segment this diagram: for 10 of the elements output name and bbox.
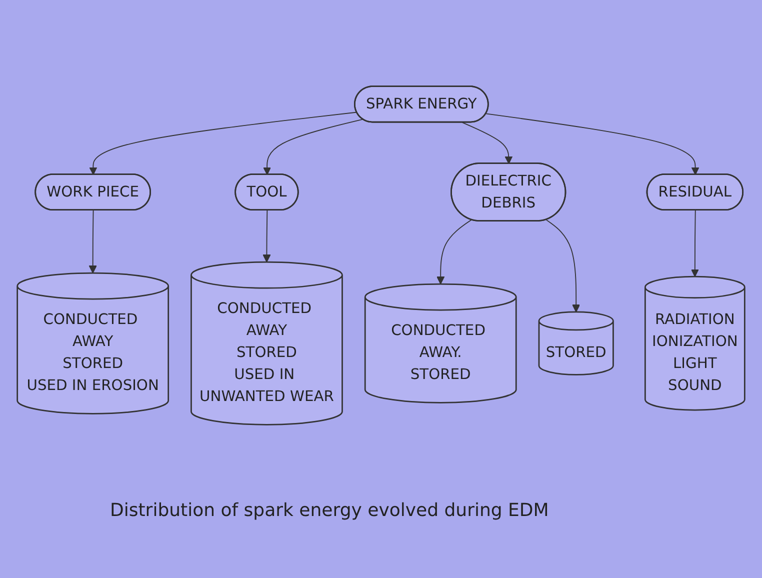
arrow	[486, 112, 700, 175]
arrow	[89, 111, 358, 175]
arrow	[436, 218, 472, 284]
caption: Distribution of spark energy evolved during EDM	[110, 500, 549, 521]
arrow	[546, 218, 580, 312]
arrow	[690, 209, 699, 276]
arrow	[462, 122, 513, 164]
arrow	[88, 209, 97, 273]
arrow	[262, 209, 271, 262]
arrow	[263, 118, 364, 175]
